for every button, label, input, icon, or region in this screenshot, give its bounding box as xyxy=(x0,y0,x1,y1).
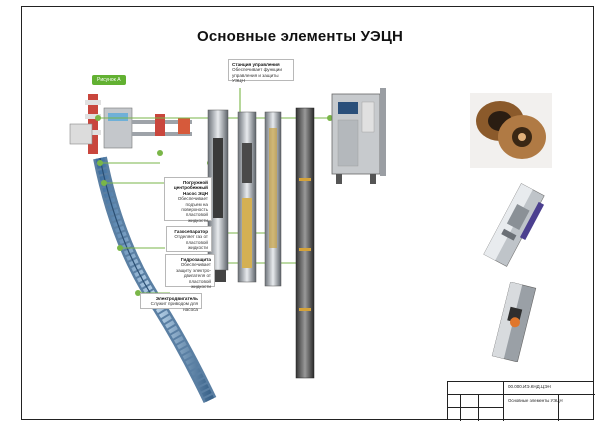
callout-motor: Электродвигатель Служит приводом для нас… xyxy=(140,293,202,312)
gas-separator-section xyxy=(237,111,257,283)
esp-illustration xyxy=(69,88,386,404)
protector-section xyxy=(264,111,282,287)
figure-badge: Рисунок А xyxy=(92,75,126,85)
impeller-photo xyxy=(470,93,552,168)
cutaway-photo-bottom xyxy=(491,282,537,362)
title-block: 00.000.ИЭ.КНД.ЦЭН Основные элементы УЭЦН xyxy=(447,381,595,421)
control-station xyxy=(331,88,386,184)
motor-section xyxy=(295,107,315,379)
page-title: Основные элементы УЭЦН xyxy=(196,28,404,45)
document-code: 00.000.ИЭ.КНД.ЦЭН xyxy=(508,384,551,389)
callout-pump: Погружной центробежный Насос ЭЦН Обеспеч… xyxy=(164,177,212,223)
callout-control-station: Станция управления Обеспечивает функции … xyxy=(228,59,294,83)
callout-gas-separator: Газосепаратор Отделяет газ от пластовой … xyxy=(166,226,212,252)
cutaway-photo-top xyxy=(483,183,545,267)
wellhead-equipment xyxy=(69,94,192,154)
callout-protector: Гидрозащита Обеспечивает защиту электро-… xyxy=(165,254,215,289)
drawing-frame xyxy=(21,6,594,420)
document-name: Основные элементы УЭЦН xyxy=(508,398,563,403)
